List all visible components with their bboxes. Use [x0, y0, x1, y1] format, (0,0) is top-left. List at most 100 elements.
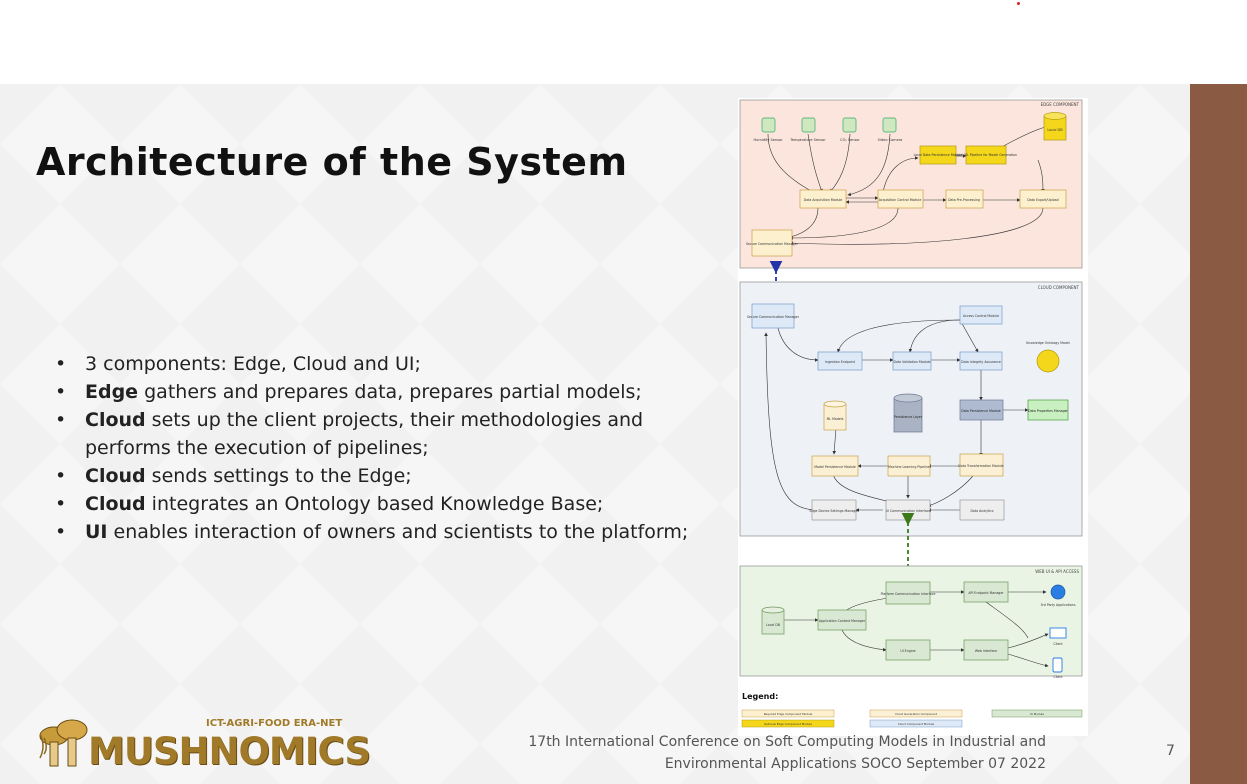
- svg-text:Data Validation Module: Data Validation Module: [894, 360, 931, 364]
- edge-module-preprocessing: Data Pre-Processing: [945, 189, 984, 209]
- svg-text:Application Context Manager: Application Context Manager: [819, 619, 866, 623]
- edge-module-secure-comm: Secure Communication Manager: [746, 229, 799, 257]
- svg-text:Cloud Component Module: Cloud Component Module: [898, 722, 934, 726]
- ui-title: WEB UI & API ACCESS: [1035, 569, 1079, 574]
- sensor-co2: CO₂ Sensor: [840, 117, 860, 142]
- svg-text:Local Data Persistence Module: Local Data Persistence Module: [914, 153, 963, 157]
- svg-text:Temperature Sensor: Temperature Sensor: [789, 138, 826, 142]
- svg-text:Client: Client: [1053, 675, 1063, 679]
- ui-client-mobile: Client: [1052, 657, 1063, 679]
- ui-local-db: Local DB: [761, 606, 785, 635]
- cloud-module-validation: Data Validation Module: [892, 351, 932, 371]
- svg-text:Data Integrity Assurance: Data Integrity Assurance: [961, 360, 1001, 364]
- bullet-item: Cloud sets up the client projects, their…: [55, 406, 705, 462]
- legend: Legend: Required Edge Component Module C…: [741, 692, 1083, 728]
- architecture-diagram: EDGE COMPONENT Humidity Sensor Temperatu…: [738, 98, 1088, 736]
- svg-text:Knowledge Ontology Model: Knowledge Ontology Model: [1026, 341, 1070, 345]
- svg-text:Optional Edge Component Module: Optional Edge Component Module: [764, 722, 812, 726]
- svg-text:API Endpoint Manager: API Endpoint Manager: [968, 591, 1004, 595]
- svg-text:UI Engine: UI Engine: [900, 649, 915, 653]
- ui-module-ui-engine: UI Engine: [885, 639, 931, 661]
- svg-text:Edge Device Settings Manager: Edge Device Settings Manager: [809, 509, 859, 513]
- ui-module-api-endpoint: API Endpoint Manager: [963, 581, 1009, 603]
- svg-text:Data Pre-Processing: Data Pre-Processing: [948, 198, 980, 202]
- svg-text:ML Models: ML Models: [827, 417, 844, 421]
- edge-module-export: Data Export/Upload: [1019, 189, 1067, 209]
- svg-text:Legend:: Legend:: [742, 692, 778, 701]
- svg-text:Local DB: Local DB: [1047, 128, 1063, 132]
- svg-text:Persistence Layer: Persistence Layer: [894, 415, 923, 419]
- sensor-camera: Video Camera: [878, 117, 903, 142]
- edge-panel: EDGE COMPONENT: [739, 99, 1083, 269]
- ui-client-desktop: Client: [1049, 627, 1067, 646]
- svg-text:Access Control Module: Access Control Module: [963, 314, 999, 318]
- edge-module-acq-control: Acquisition Control Module: [877, 189, 924, 209]
- edge-module-persistence: Local Data Persistence Module: [914, 145, 963, 165]
- cloud-module-analytics: Data Analytics: [959, 499, 1005, 521]
- cloud-module-integrity: Data Integrity Assurance: [959, 351, 1003, 371]
- cloud-module-secure-comm: Secure Communication Manager: [747, 303, 800, 329]
- slide-title: Architecture of the System: [36, 140, 628, 184]
- svg-text:Required Edge Component Module: Required Edge Component Module: [764, 712, 813, 716]
- cloud-module-ml-pipeline: Machine Learning Pipeline: [887, 455, 931, 477]
- svg-text:Local ML Pipeline for Model Ge: Local ML Pipeline for Model Generation: [955, 153, 1017, 157]
- sensor-humidity: Humidity Sensor: [754, 117, 784, 142]
- mushroom-icon: [39, 719, 88, 767]
- cloud-module-edge-settings: Edge Device Settings Manager: [809, 499, 859, 521]
- footer-line-2: Environmental Applications SOCO Septembe…: [664, 756, 1046, 772]
- svg-text:Cloud Generators Component: Cloud Generators Component: [895, 712, 938, 716]
- sensor-temperature: Temperature Sensor: [789, 117, 826, 142]
- bullet-item: Cloud integrates an Ontology based Knowl…: [55, 490, 705, 518]
- edge-title: EDGE COMPONENT: [1041, 102, 1080, 107]
- svg-text:UI Communication Interface: UI Communication Interface: [886, 509, 931, 513]
- bullet-item: 3 components: Edge, Cloud and UI;: [55, 350, 705, 378]
- svg-text:CO₂ Sensor: CO₂ Sensor: [840, 138, 860, 142]
- cloud-module-model-persistence: Model Persistence Module: [811, 455, 859, 477]
- edge-module-local-ml: Local ML Pipeline for Model Generation: [955, 145, 1017, 165]
- footer-conference: 17th International Conference on Soft Co…: [440, 731, 1046, 775]
- brown-side-bar: [1190, 84, 1247, 784]
- cloud-title: CLOUD COMPONENT: [1038, 285, 1080, 290]
- ui-third-party: 3rd Party Applications: [1041, 584, 1076, 607]
- cloud-persistence-layer: Persistence Layer: [893, 393, 923, 433]
- bullet-item: Cloud sends settings to the Edge;: [55, 462, 705, 490]
- ui-module-web-interface: Web Interface: [963, 639, 1009, 661]
- svg-text:Platform Communication Interfa: Platform Communication Interface: [881, 592, 936, 596]
- cloud-module-ingestion: Ingestion Endpoint: [817, 351, 863, 371]
- svg-text:Local DB: Local DB: [766, 623, 780, 627]
- cloud-module-access-control: Access Control Module: [959, 305, 1003, 325]
- mushnomics-logo: MUSHNOMICS ICT-AGRI-FOOD ERA-NET: [38, 716, 371, 776]
- svg-text:Humidity Sensor: Humidity Sensor: [754, 138, 784, 142]
- svg-text:Acquisition Control Module: Acquisition Control Module: [879, 198, 922, 202]
- svg-text:Ingestion Endpoint: Ingestion Endpoint: [825, 360, 856, 364]
- bullet-item: Edge gathers and prepares data, prepares…: [55, 378, 705, 406]
- svg-text:Client: Client: [1053, 642, 1063, 646]
- edge-module-acquisition: Data Acquisition Module: [799, 189, 847, 209]
- svg-text:Model Persistence Module: Model Persistence Module: [814, 465, 855, 469]
- cloud-module-data-persistence: Data Persistence Module: [959, 399, 1004, 421]
- svg-text:3rd Party Applications: 3rd Party Applications: [1041, 603, 1076, 607]
- svg-text:Secure Communication Manager: Secure Communication Manager: [747, 315, 800, 319]
- ui-module-platform-comm: Platform Communication Interface: [881, 581, 936, 605]
- svg-text:UI Module: UI Module: [1030, 712, 1044, 716]
- edge-local-db: Local DB: [1043, 112, 1067, 141]
- svg-text:Machine Learning Pipeline: Machine Learning Pipeline: [888, 465, 930, 469]
- svg-text:Data Persistence Module: Data Persistence Module: [961, 409, 1000, 413]
- svg-text:Video Camera: Video Camera: [878, 138, 903, 142]
- cloud-module-transformation: Data Transformation Module: [958, 453, 1004, 477]
- cloud-ml-models: ML Models: [823, 400, 847, 431]
- cloud-module-ui-comm: UI Communication Interface: [886, 499, 931, 521]
- svg-text:Data Acquisition Module: Data Acquisition Module: [804, 198, 843, 202]
- bullet-list: 3 components: Edge, Cloud and UI; Edge g…: [55, 350, 705, 546]
- footer-line-1: 17th International Conference on Soft Co…: [528, 734, 1046, 750]
- svg-text:Secure Communication Manager: Secure Communication Manager: [746, 242, 799, 246]
- svg-text:Data Analytics: Data Analytics: [970, 509, 993, 513]
- ui-module-app-context: Application Context Manager: [817, 609, 867, 631]
- svg-text:Web Interface: Web Interface: [975, 649, 997, 653]
- bullet-item: UI enables interaction of owners and sci…: [55, 518, 705, 546]
- pointer-dot: [1017, 2, 1020, 5]
- page-number: 7: [1166, 743, 1175, 759]
- svg-text:Data Export/Upload: Data Export/Upload: [1027, 198, 1058, 202]
- svg-text:Data Transformation Module: Data Transformation Module: [958, 464, 1003, 468]
- logo-wordmark: MUSHNOMICS: [88, 730, 371, 773]
